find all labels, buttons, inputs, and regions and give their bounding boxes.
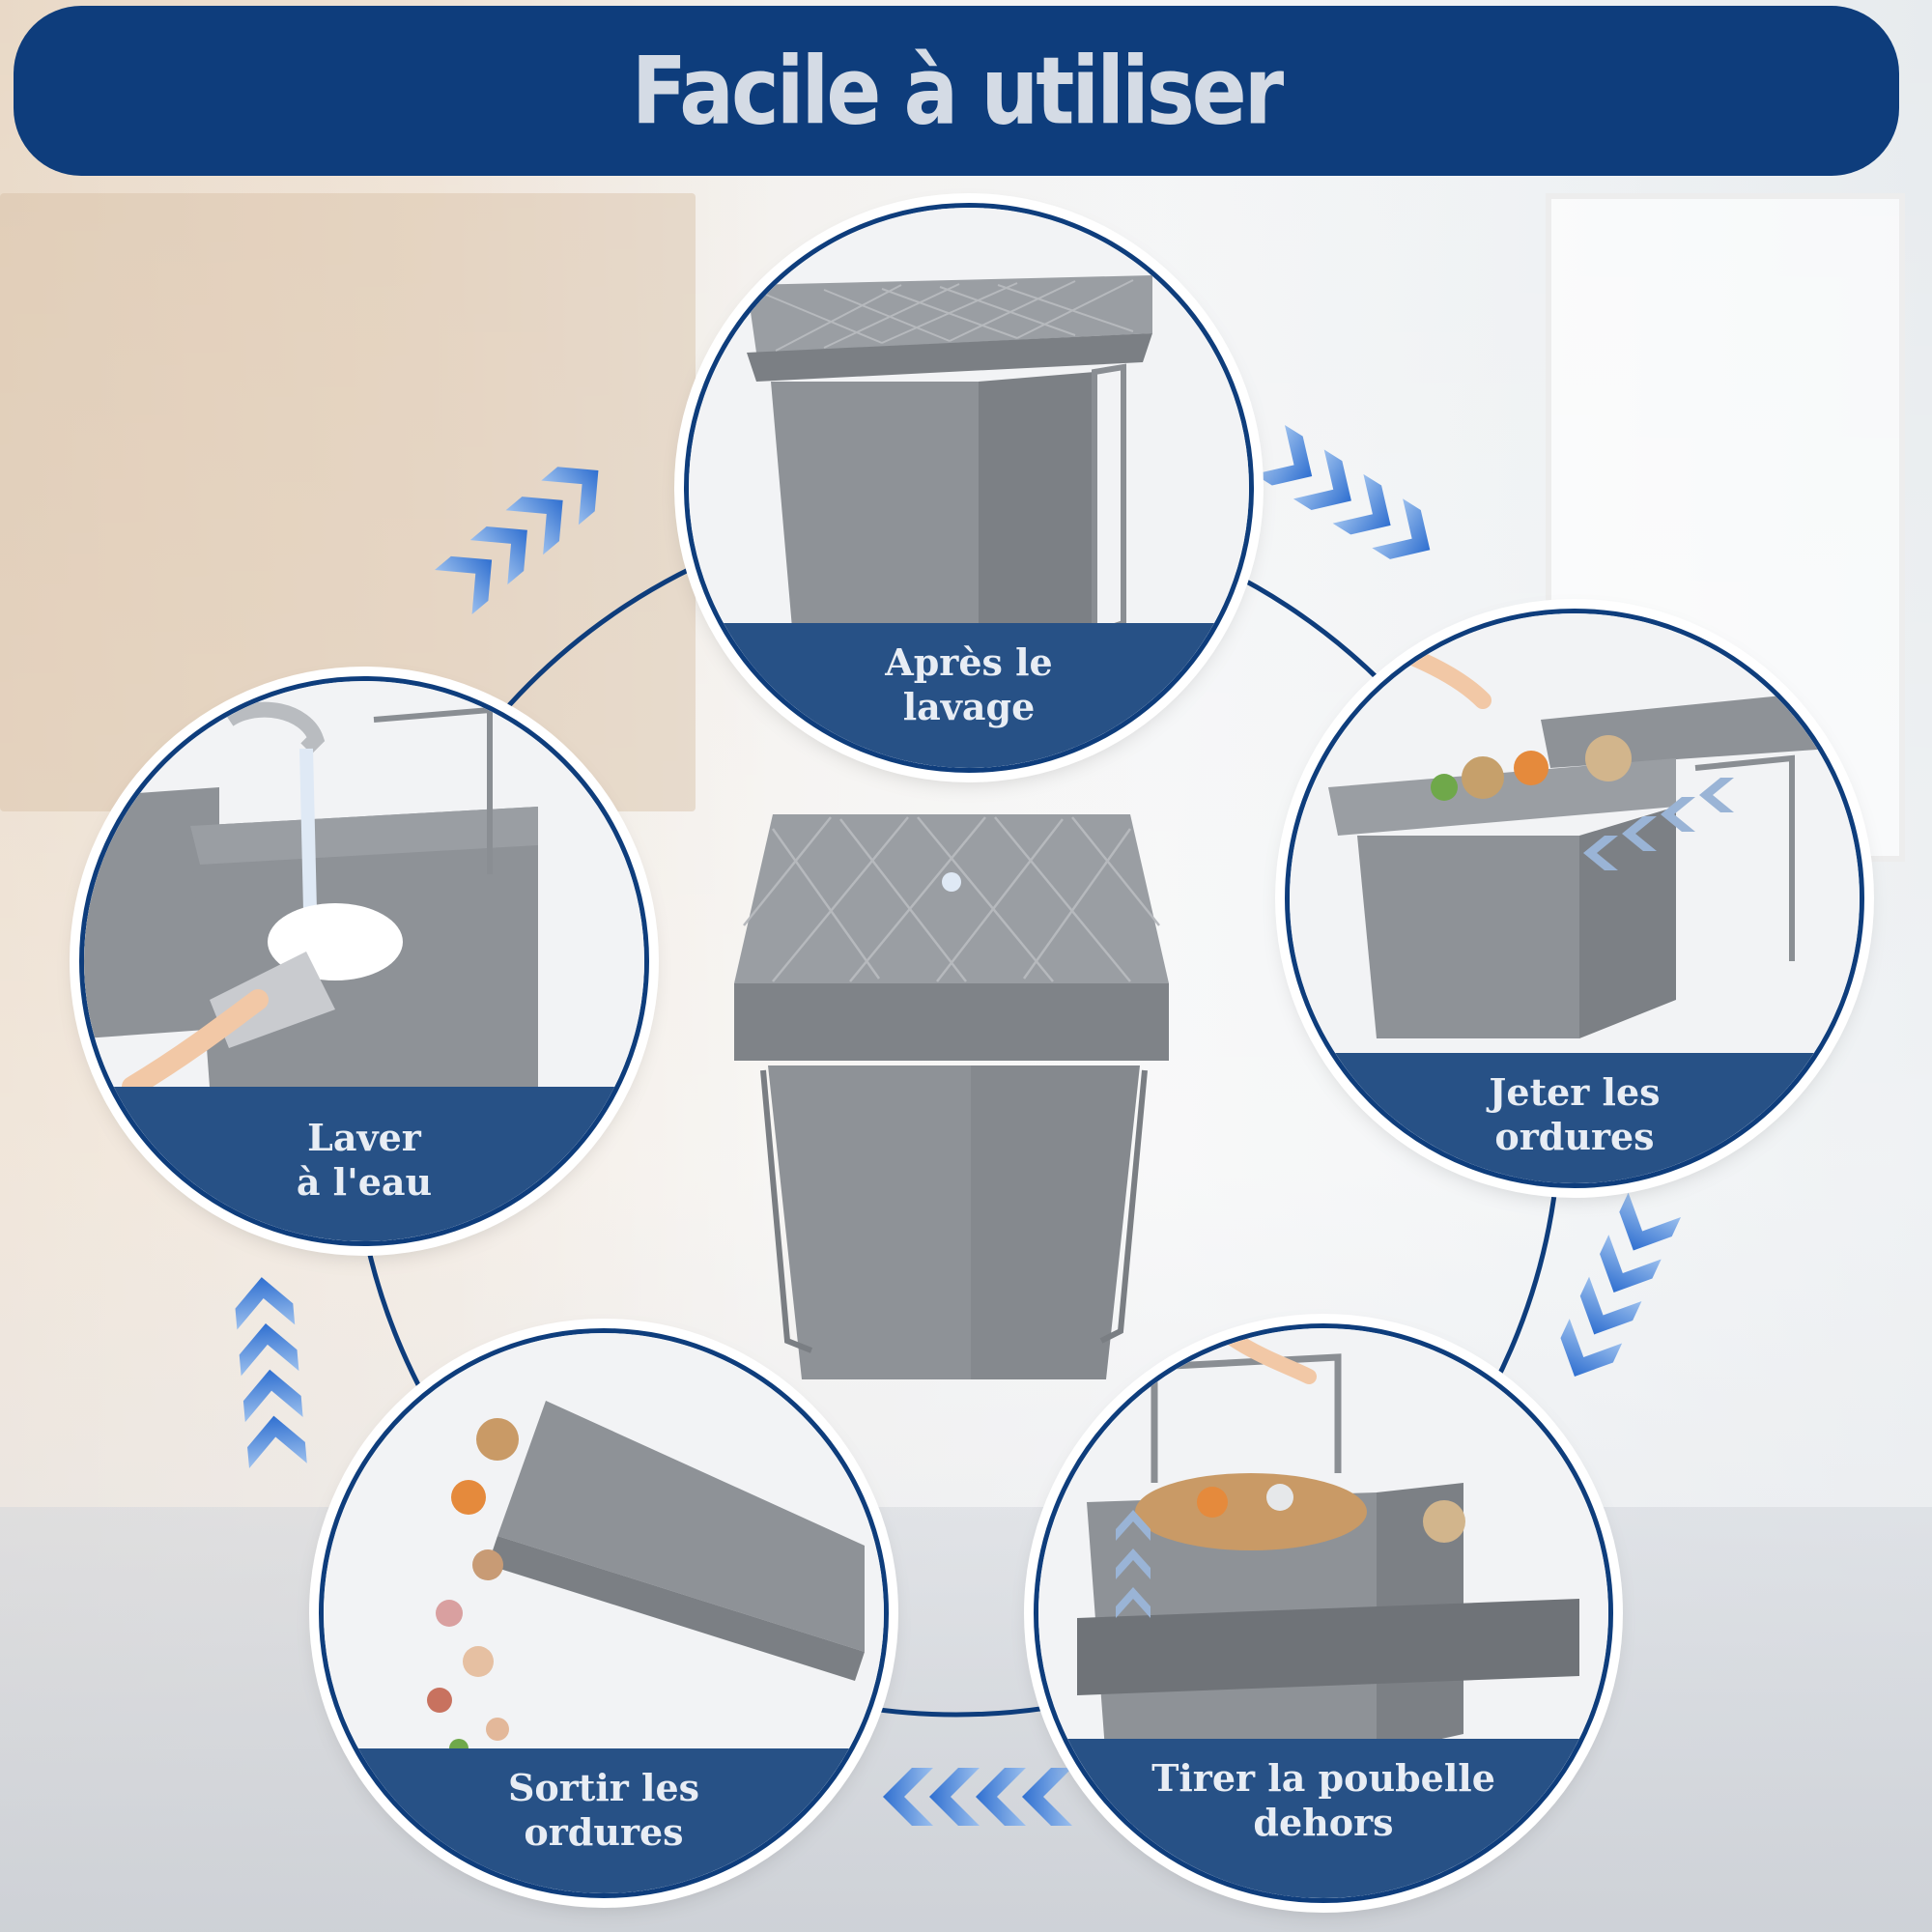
header-banner: Facile à utiliser — [14, 6, 1899, 176]
hand-icon — [122, 989, 269, 1097]
step-label: Tirer la poubelle dehors — [1038, 1739, 1608, 1898]
falling-garbage — [427, 1418, 519, 1758]
chevron-arrow-icon — [1254, 425, 1431, 559]
hand-icon — [1224, 1330, 1317, 1384]
step-wash-with-water: Laver à l'eau — [79, 676, 649, 1246]
chevron-arrow-icon — [1583, 778, 1734, 870]
step-label: Après le lavage — [689, 623, 1249, 768]
hand-icon — [1339, 624, 1492, 709]
step-empty-garbage: Sortir les ordures — [319, 1328, 889, 1898]
chevron-arrow-icon — [1116, 1510, 1151, 1618]
step-throw-garbage: Jeter les ordures — [1285, 609, 1864, 1188]
chevron-arrow-icon — [435, 467, 599, 614]
step-label: Laver à l'eau — [84, 1087, 644, 1241]
step-after-washing: Après le lavage — [684, 203, 1254, 773]
chevron-arrow-icon — [235, 1277, 307, 1468]
faucet-icon — [224, 701, 326, 754]
step-label: Jeter les ordures — [1290, 1053, 1860, 1183]
step-pull-bin-out: Tirer la poubelle dehors — [1034, 1323, 1613, 1903]
page-title: Facile à utiliser — [631, 36, 1284, 146]
step-label: Sortir les ordures — [324, 1748, 884, 1893]
product-bin — [734, 814, 1169, 1379]
